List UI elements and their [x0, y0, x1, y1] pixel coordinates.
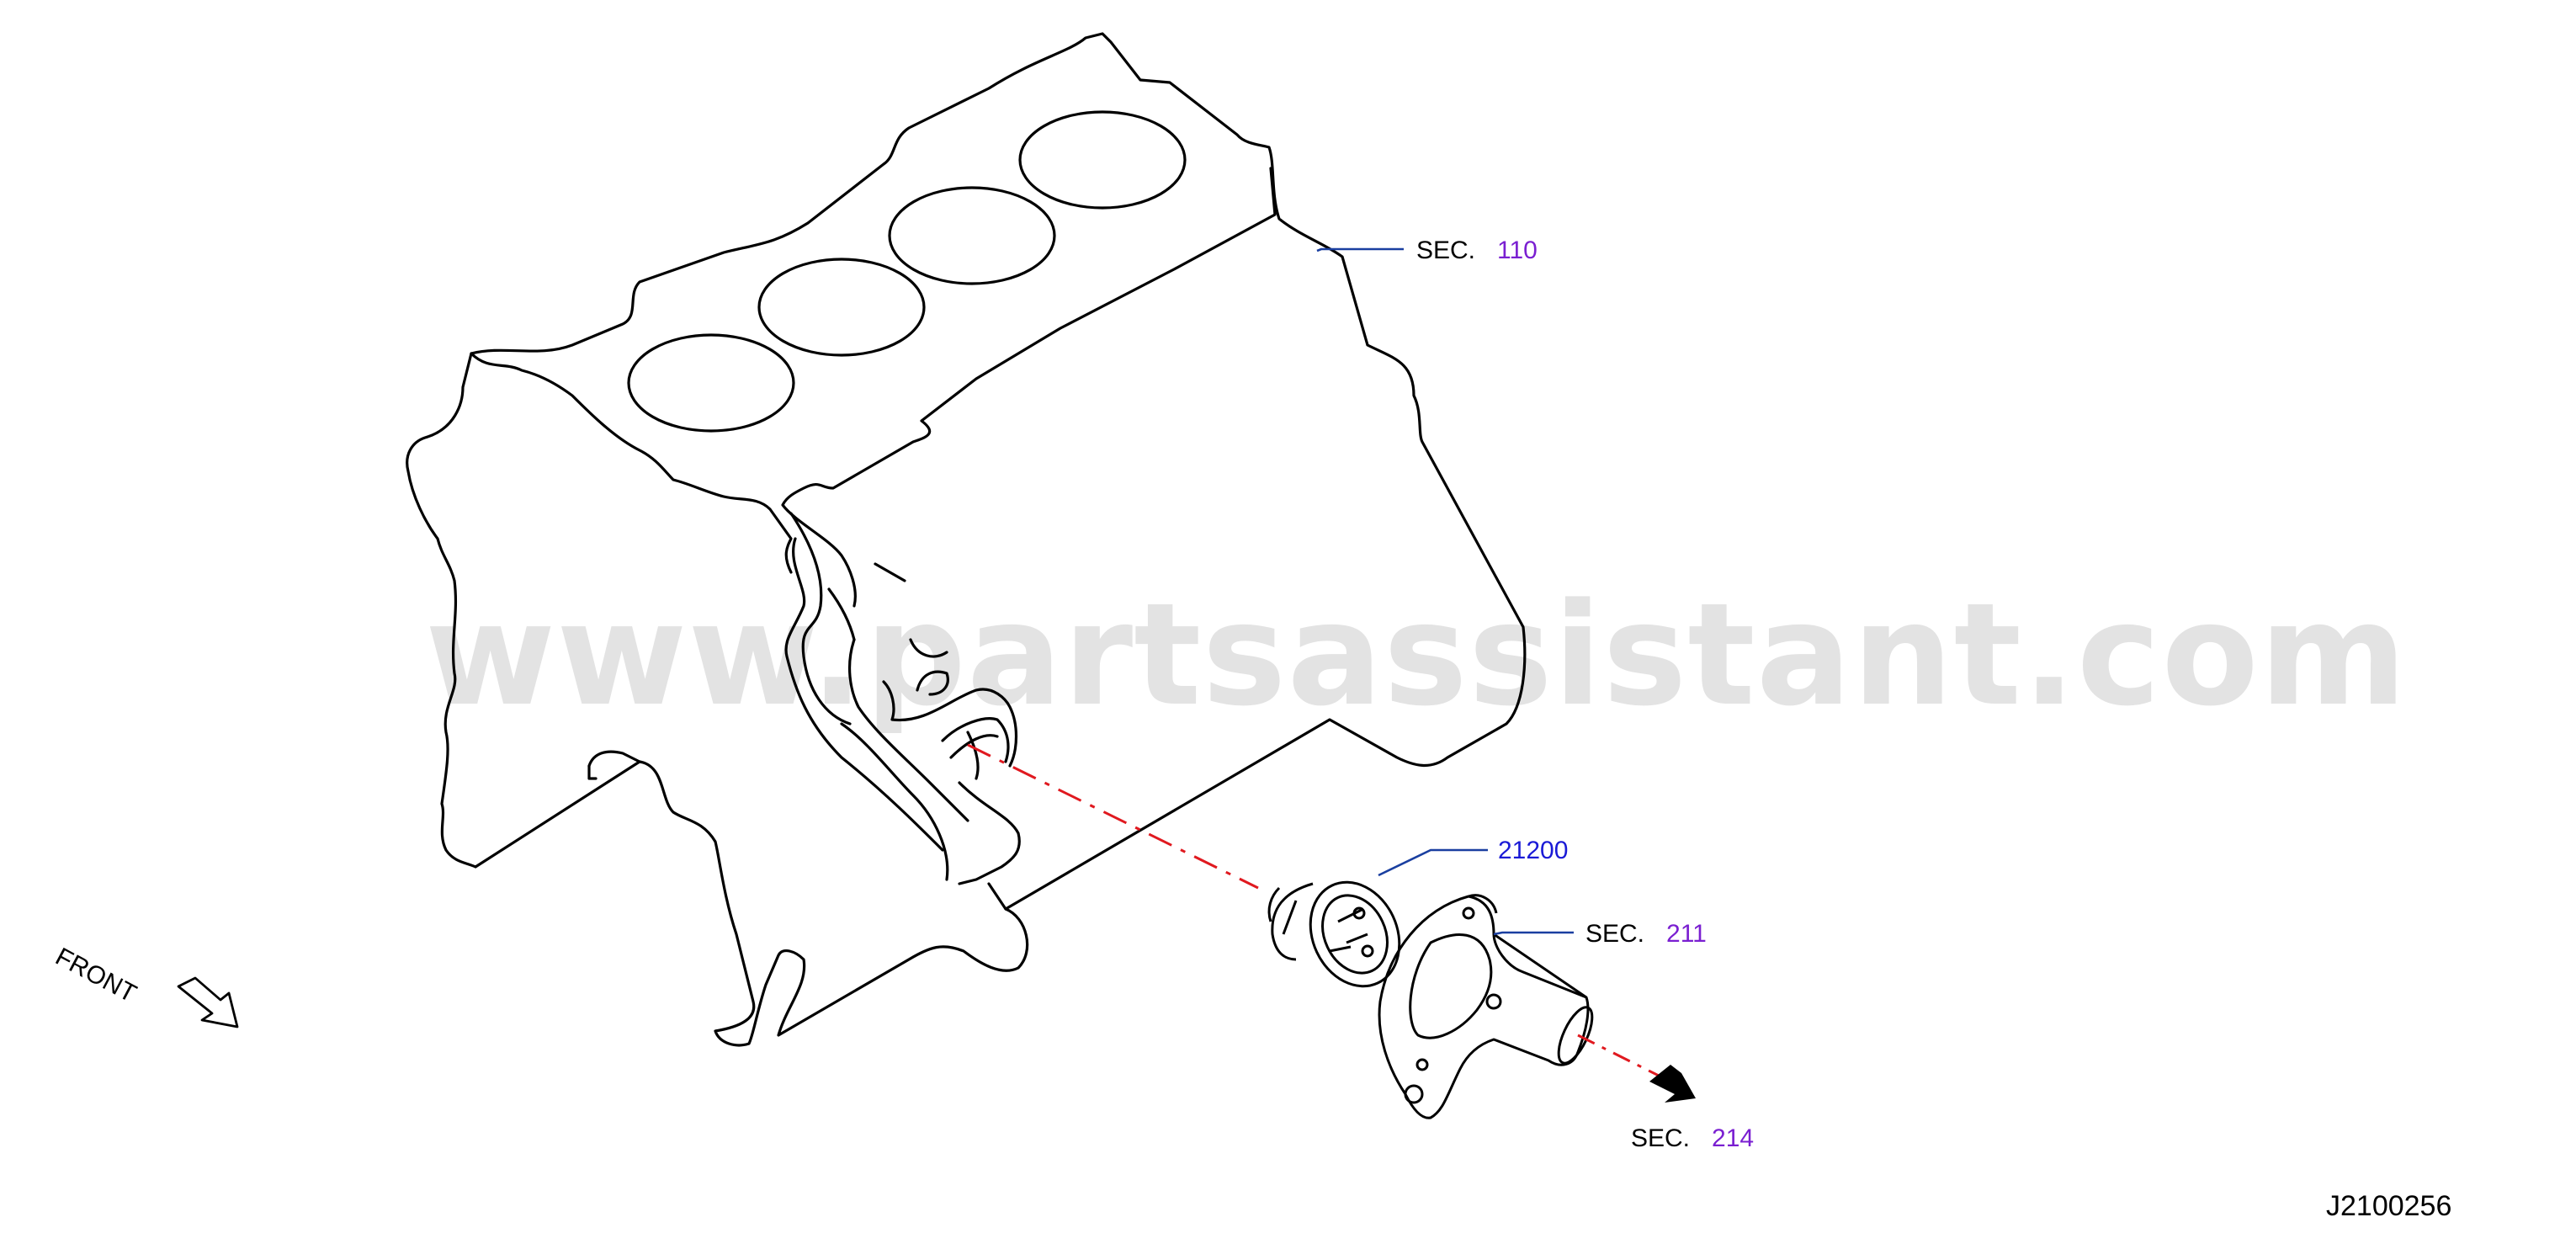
cylinder-bore-4: [1018, 110, 1187, 210]
callout-21200[interactable]: 21200: [1498, 837, 1569, 864]
lower-rib: [958, 781, 1021, 885]
callout-sec211[interactable]: SEC. 211: [1585, 922, 1707, 947]
coolant-passage-2: [784, 537, 944, 852]
boss-3: [966, 731, 980, 780]
cylinder-bore-1: [627, 333, 795, 433]
thermostat-housing-port-2: [941, 717, 1010, 763]
leader-sec211: [1493, 931, 1574, 936]
thermostat-part: [1267, 880, 1401, 988]
coolant-passage-1: [789, 512, 852, 725]
callout-sec211-number[interactable]: 211: [1666, 920, 1707, 948]
callout-sec214[interactable]: SEC. 214: [1631, 1126, 1754, 1151]
coolant-passage-4: [847, 638, 969, 822]
small-boss: [916, 670, 949, 696]
callout-sec110-prefix: SEC.: [1416, 237, 1476, 264]
flow-arrow-head: [1649, 1065, 1696, 1103]
boss-2: [874, 562, 906, 582]
lower-rib-2: [987, 882, 1007, 911]
callout-sec110-number[interactable]: 110: [1497, 237, 1538, 264]
flow-line-2: [1577, 1034, 1663, 1079]
coolant-passage-5: [840, 722, 949, 881]
thermostat-housing-port-3: [949, 734, 999, 759]
cylinder-bore-3: [888, 186, 1056, 285]
flow-line-1: [967, 743, 1259, 890]
left-stud: [587, 750, 641, 768]
leader-21200: [1378, 848, 1488, 877]
deck-edge: [470, 352, 793, 574]
leader-sec110: [1316, 247, 1404, 252]
watermark: www.partsassistant.com: [425, 572, 2408, 737]
deck-edge-right: [781, 167, 1277, 608]
front-arrow-icon: [177, 976, 239, 1028]
left-stud-2: [587, 764, 598, 780]
water-inlet-housing: [1378, 894, 1594, 1119]
boss: [909, 638, 948, 658]
coolant-passage-3: [827, 587, 856, 641]
engine-block-outline: [406, 32, 1527, 1047]
thermostat-housing-port: [882, 680, 1018, 768]
callout-sec110[interactable]: SEC. 110: [1416, 238, 1538, 263]
diagram-code: J2100256: [2326, 1190, 2452, 1222]
callout-sec211-prefix: SEC.: [1585, 920, 1645, 948]
callout-sec214-number[interactable]: 214: [1712, 1124, 1755, 1152]
callout-sec214-prefix: SEC.: [1631, 1124, 1691, 1152]
cylinder-bore-2: [757, 258, 926, 357]
